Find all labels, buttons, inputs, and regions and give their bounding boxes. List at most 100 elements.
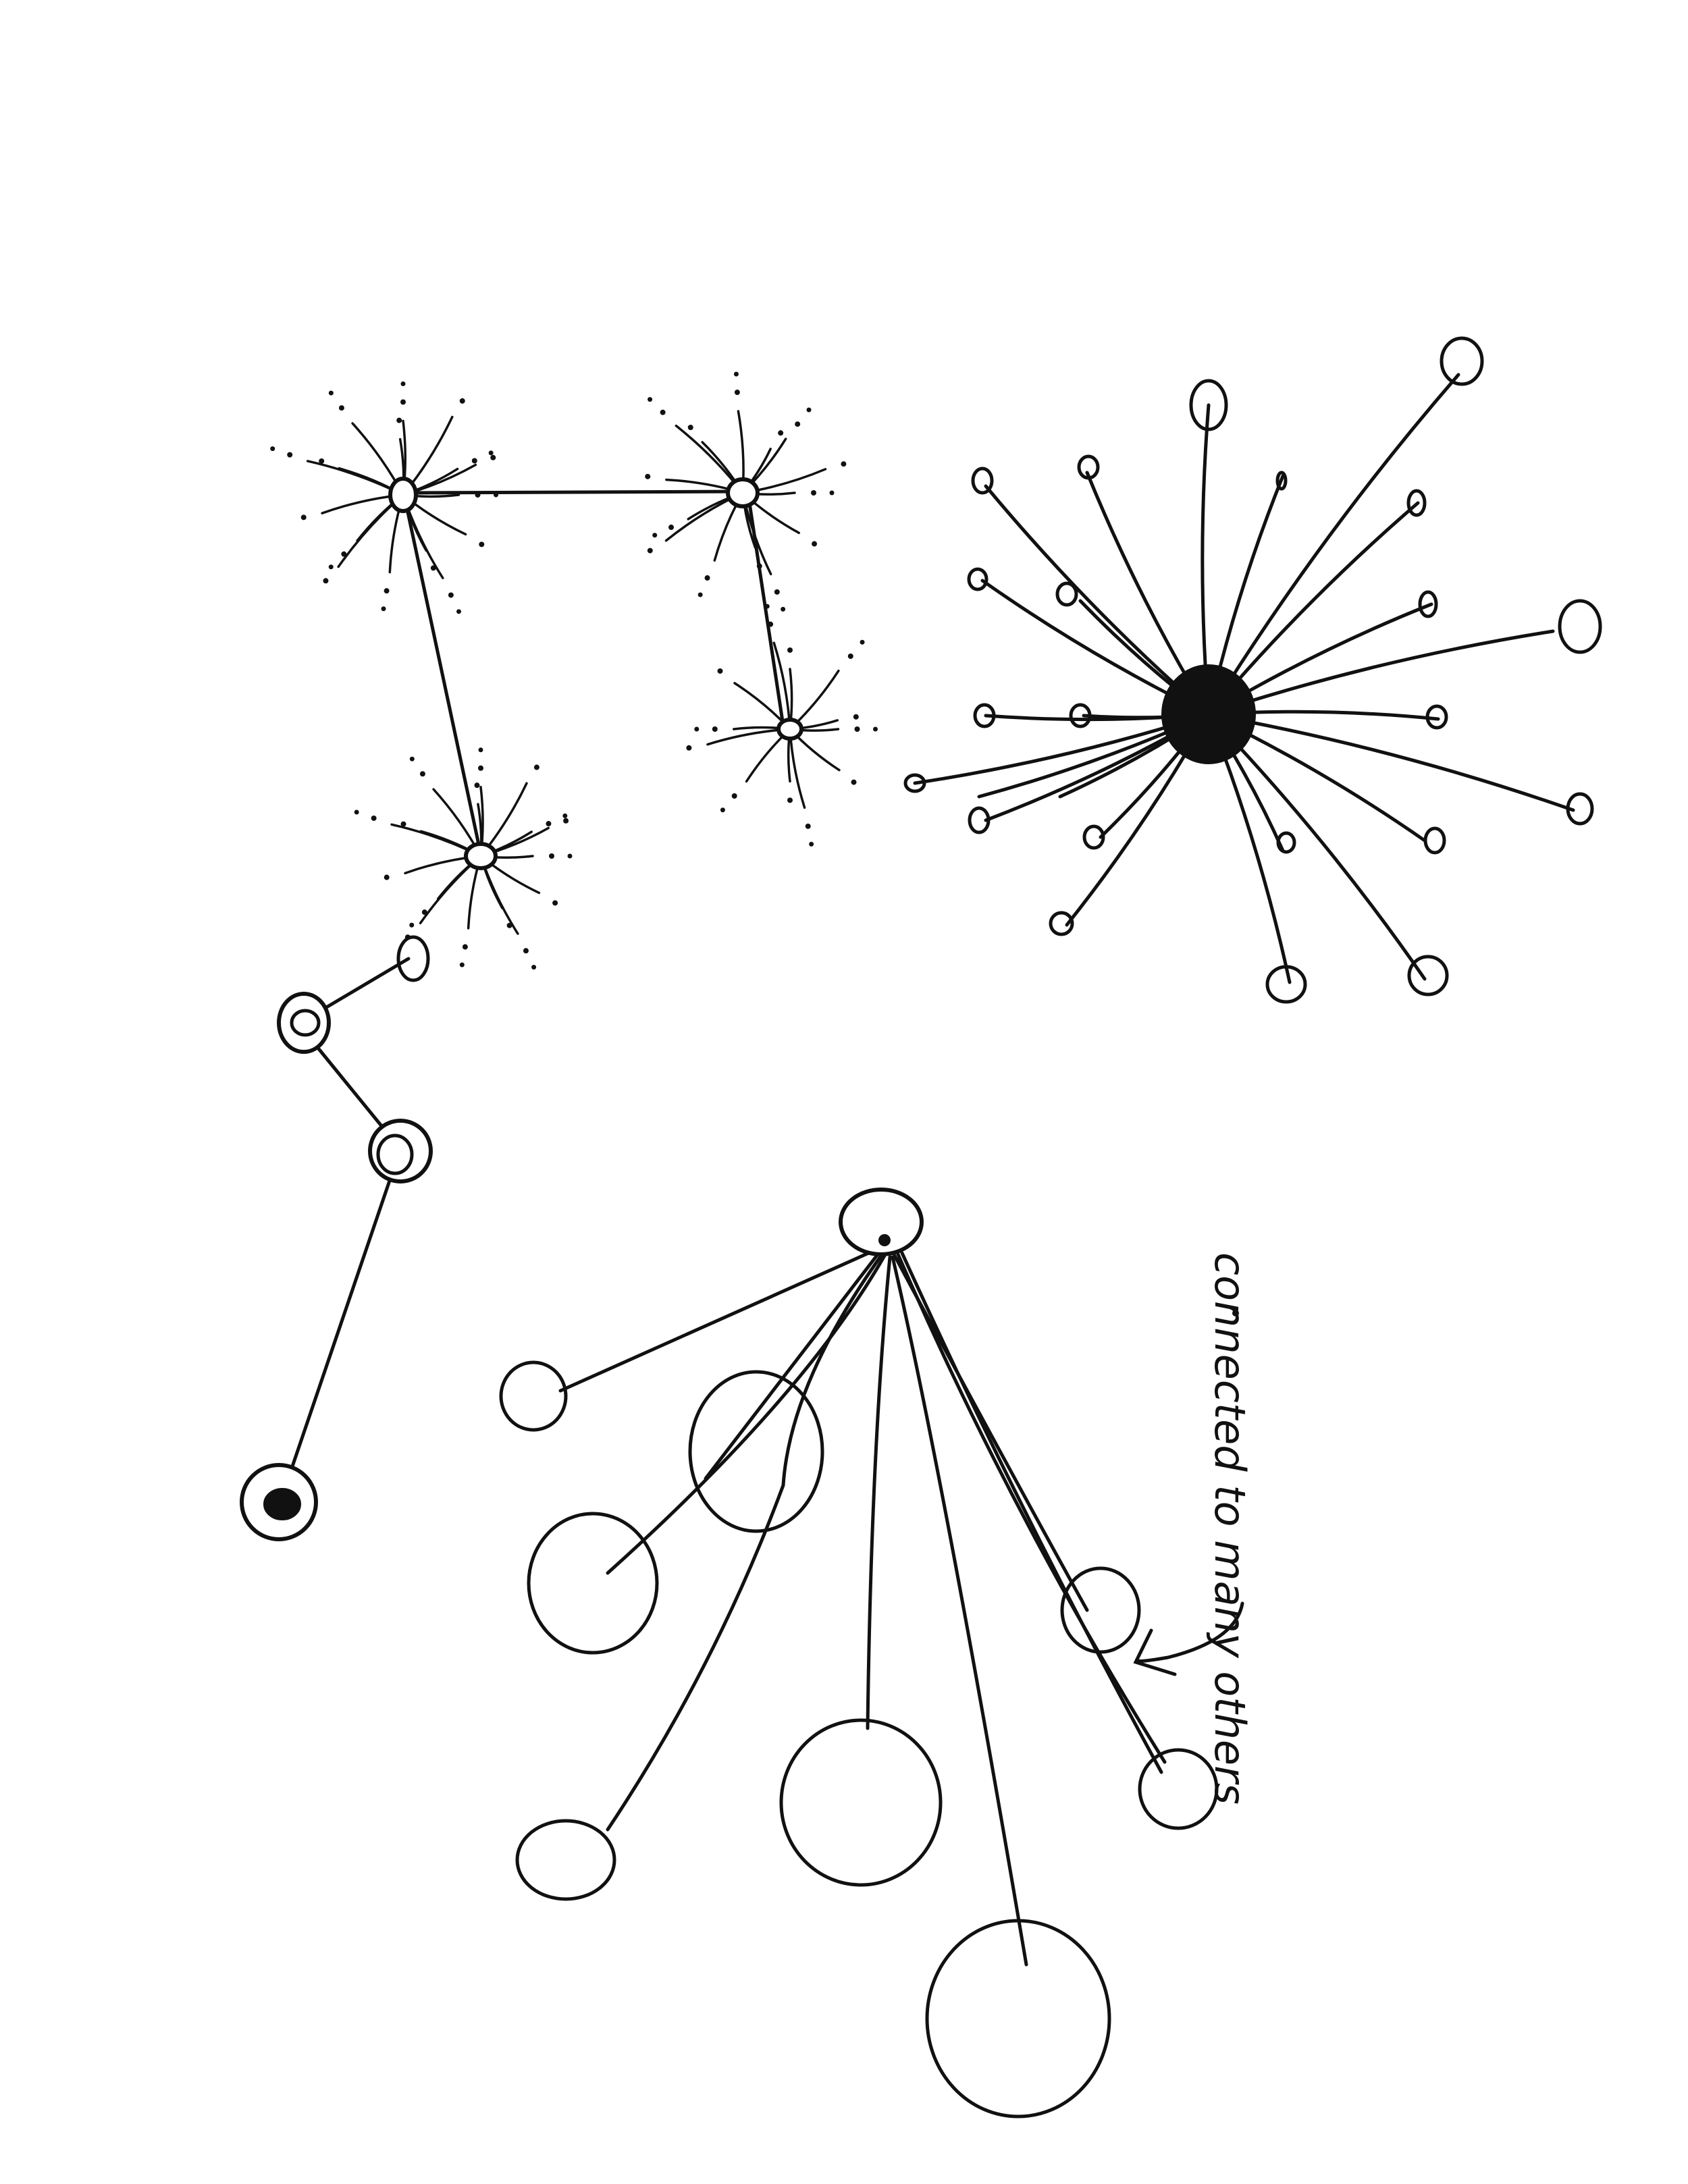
whisker-dot xyxy=(494,492,498,498)
whisker-dot xyxy=(506,922,512,928)
fan-child-node xyxy=(1138,1748,1219,1830)
whisker-dot xyxy=(531,965,537,970)
whisker-dot xyxy=(459,398,465,404)
spoke-end-node xyxy=(1049,911,1074,936)
spoke-end-node xyxy=(1407,955,1449,996)
whisker-dot xyxy=(841,461,847,467)
whisker-dot xyxy=(300,514,307,521)
whisker-dot xyxy=(774,589,780,595)
fan-root-node xyxy=(839,1188,924,1256)
chain xyxy=(240,935,433,1541)
whisker-dot xyxy=(381,606,386,612)
fan-root-center xyxy=(878,1234,891,1246)
whisker-dot xyxy=(717,668,723,674)
spoke-end-node xyxy=(1275,471,1288,491)
hub-link xyxy=(747,501,785,728)
hub-link xyxy=(403,498,483,856)
whisker-dot xyxy=(851,779,857,785)
annotation-arrow xyxy=(1136,1601,1244,1663)
whisker-dot xyxy=(652,533,658,538)
whisker-dot xyxy=(400,821,406,827)
whisker-dot xyxy=(756,563,762,569)
whisker-dot xyxy=(781,606,786,612)
spoke-end-node xyxy=(971,467,994,495)
whisker-dot xyxy=(475,492,481,498)
whisker-line xyxy=(306,460,404,496)
whisker-dot xyxy=(409,922,415,928)
fan-link xyxy=(558,1247,880,1393)
fan-link xyxy=(866,1255,892,1730)
whisker-dot xyxy=(806,407,812,412)
whisker-dot xyxy=(853,714,859,720)
chain-link xyxy=(290,1173,394,1470)
spoke-end-node xyxy=(1082,824,1105,850)
fan-link xyxy=(606,1254,887,1575)
whisker-dot xyxy=(731,793,737,799)
spoke-end-node xyxy=(1189,379,1228,431)
fan-out xyxy=(499,1188,1219,2119)
chain-node-inner xyxy=(290,1009,321,1037)
whisker-dot xyxy=(400,399,406,405)
chain-node xyxy=(277,992,331,1054)
whisker-dot xyxy=(648,397,653,402)
whisker-dot xyxy=(396,417,402,423)
whisker-dot xyxy=(686,745,692,751)
fan-link xyxy=(606,1254,883,1832)
whisker-dot xyxy=(694,726,700,732)
whisker-dot xyxy=(338,405,344,411)
spoke-end-node xyxy=(903,773,926,793)
whisker-dot xyxy=(471,458,477,464)
whisker-dot xyxy=(733,371,739,377)
fan-link xyxy=(900,1251,1163,1774)
whisker-dot xyxy=(873,726,878,732)
spoke-end-node xyxy=(1418,590,1438,618)
whisker-dot xyxy=(384,874,390,880)
spoke-end-node xyxy=(1425,704,1448,730)
fan-child-node xyxy=(925,1919,1111,2119)
whisker-dot xyxy=(795,421,801,427)
fan-link xyxy=(704,1252,880,1481)
whisker-dot xyxy=(567,853,573,859)
spoke-end-node xyxy=(1055,581,1078,607)
whisker-dot xyxy=(478,765,483,771)
whisker-dot xyxy=(400,381,406,386)
spoke-end-node xyxy=(973,703,996,728)
spoke-line xyxy=(1207,629,1555,716)
whisker-dot xyxy=(687,425,693,431)
whisker-dot xyxy=(829,490,835,496)
whisker-dot xyxy=(764,604,770,609)
whisker-dot xyxy=(552,900,558,906)
whisker-dot xyxy=(768,621,774,627)
whisker-dot xyxy=(860,639,865,645)
whisker-dot xyxy=(409,756,415,762)
whisker-dot xyxy=(459,962,465,967)
whisker-dot xyxy=(697,592,703,597)
whisker-dot xyxy=(328,390,334,396)
whisker-dot xyxy=(287,452,293,458)
hub-spokes xyxy=(903,336,1602,1004)
whisker-dot xyxy=(812,541,818,547)
whisker-dot xyxy=(479,541,485,548)
annotation: connected to many others xyxy=(1133,1252,1255,1805)
spoke-line xyxy=(1207,373,1460,716)
big-central-hub xyxy=(903,336,1602,1004)
whisker-dot xyxy=(523,948,529,954)
whisker-dot xyxy=(787,797,793,803)
whisker-dot xyxy=(270,446,275,452)
fan-child-node xyxy=(499,1360,568,1432)
spoke-end-node xyxy=(1265,965,1307,1004)
fan-child-node xyxy=(527,1512,659,1655)
hub-node xyxy=(464,842,498,870)
chain-node-inner xyxy=(376,1134,414,1175)
whisker-dot xyxy=(704,575,710,581)
fan-child-node xyxy=(779,1718,943,1887)
whisker-dot xyxy=(319,458,325,464)
whisker-dot xyxy=(488,450,494,456)
chain-node-filled xyxy=(263,1488,301,1520)
whisker-dot xyxy=(811,490,816,496)
spoke-line xyxy=(1207,712,1575,812)
whisker-dot xyxy=(563,818,569,824)
spoke-end-node xyxy=(1566,792,1594,826)
fan-child-node xyxy=(688,1370,824,1533)
whisker-dot xyxy=(787,647,793,653)
